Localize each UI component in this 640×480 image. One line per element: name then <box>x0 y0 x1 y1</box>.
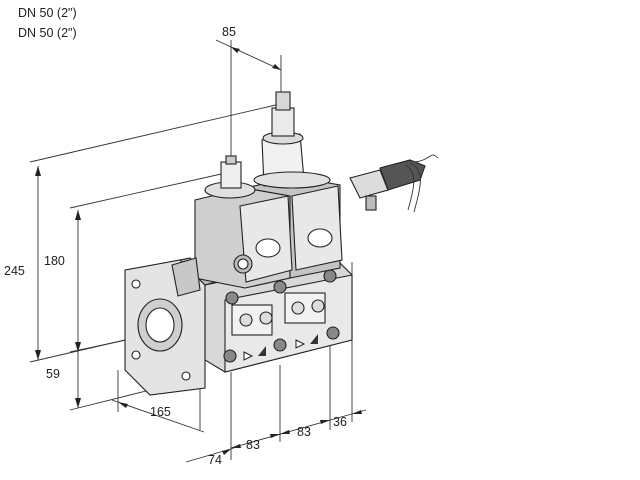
dim-85: 85 <box>222 25 236 39</box>
dim-36: 36 <box>333 415 347 429</box>
dim-74: 74 <box>208 453 222 467</box>
header-line-2: DN 50 (2") <box>18 26 77 40</box>
valve-drawing-icon <box>124 91 353 396</box>
dim-59: 59 <box>46 367 60 381</box>
dim-83-second: 83 <box>297 425 311 439</box>
dim-180: 180 <box>44 254 65 268</box>
connector-plug-icon <box>349 154 439 213</box>
dim-165: 165 <box>150 405 171 419</box>
header-line-1: DN 50 (2") <box>18 6 77 20</box>
dim-245: 245 <box>4 264 25 278</box>
dim-83-first: 83 <box>246 438 260 452</box>
